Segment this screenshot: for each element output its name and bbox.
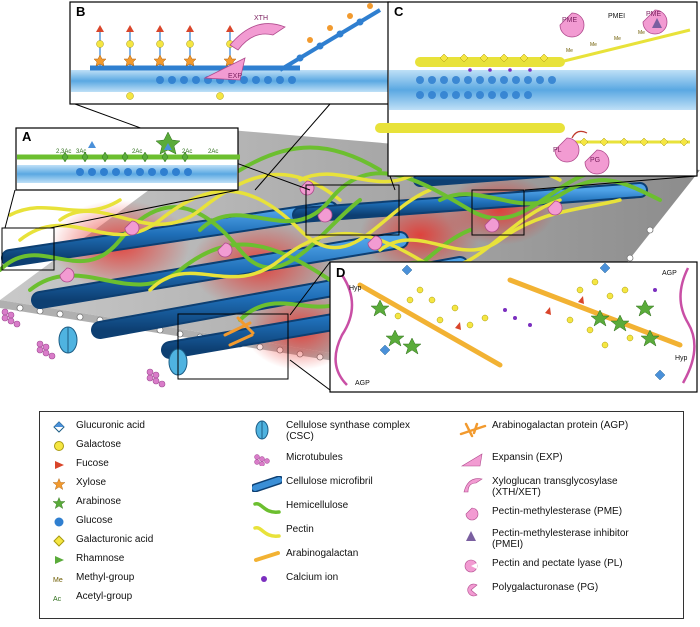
expansin-icon: [460, 453, 483, 467]
pl-label: PL: [553, 147, 562, 154]
exp-label: EXP: [228, 73, 242, 80]
annotation-a-1: 3Ac: [76, 149, 86, 155]
hyp-right-label: Hyp: [675, 355, 688, 362]
pme-label: PME: [562, 17, 578, 24]
zoom-region-c: [471, 189, 525, 236]
pg-enzyme-icon: [584, 149, 610, 175]
zoom-region-a: [1, 227, 55, 271]
xth-icon: [463, 478, 483, 493]
xylose-icon: [52, 477, 66, 490]
pme-enzyme-icon: [559, 12, 585, 38]
zoom-region-b: [305, 184, 400, 236]
hemicellulose-icon: [253, 502, 281, 514]
annotation-a-4: 2Ac: [208, 149, 218, 155]
me-label-1: Me: [566, 48, 573, 54]
expansin-icon: [203, 57, 246, 81]
annotation-a-3: 2Ac: [182, 149, 192, 155]
svg-text:Ac: Ac: [53, 596, 62, 603]
pg-icon: [467, 583, 478, 597]
pmei-label: PMEI: [608, 13, 625, 20]
zoom-region-d: [177, 313, 289, 380]
panel-a: A 2,3Ac 3Ac 2Ac 2Ac 2Ac: [15, 127, 240, 191]
pmei-icon: [466, 531, 476, 541]
galacturonic-acid-icon: [53, 535, 65, 547]
arabinose-icon: [52, 496, 66, 509]
me-label-4: Me: [638, 30, 645, 36]
csc-icon: [255, 420, 269, 440]
pg-label: PG: [590, 157, 600, 164]
microtubules-icon: [254, 454, 270, 466]
main-cell-wall-scene: [0, 103, 700, 392]
agp-left-label: AGP: [355, 380, 370, 387]
legend: Glucuronic acid Galactose Fucose Xylose …: [39, 411, 684, 619]
panel-d: D Hyp Hyp AGP AGP: [329, 261, 698, 393]
methyl-group-icon: Me: [53, 577, 63, 584]
panel-a-letter: A: [22, 129, 32, 144]
microtubules: [1, 308, 166, 388]
annotation-a-0: 2,3Ac: [56, 149, 71, 155]
agp-right-label: AGP: [662, 270, 677, 277]
pme-bound-label: PME: [646, 11, 662, 18]
acetyl-group-icon: Ac: [53, 596, 62, 603]
me-label-2: Me: [590, 42, 597, 48]
xth-label: XTH: [254, 15, 268, 22]
panel-d-letter: D: [336, 265, 345, 280]
enzymes-main: [59, 180, 563, 283]
pectin-icon: [253, 526, 281, 538]
annotation-a-2: 2Ac: [132, 149, 142, 155]
glucose-icon: [54, 517, 64, 527]
svg-text:Me: Me: [53, 577, 63, 584]
galactose-icon: [54, 441, 64, 451]
glucuronic-acid-icon: [53, 421, 65, 433]
pl-icon: [464, 559, 478, 573]
pmei-icon: [652, 18, 662, 28]
xth-enzyme-icon: [229, 23, 286, 51]
cell-wall-diagram: A 2,3Ac 3Ac 2Ac 2Ac 2Ac: [0, 1, 700, 393]
panel-c: C PME PMEI PME PL PG Me Me Me Me: [375, 1, 698, 177]
me-label-3: Me: [614, 36, 621, 42]
panel-b-letter: B: [76, 4, 85, 19]
agp-icon: [459, 422, 487, 438]
pl-enzyme-icon: [554, 137, 580, 163]
panel-c-letter: C: [394, 4, 404, 19]
pme-icon: [465, 507, 479, 521]
panel-b: B XTH EXP: [69, 1, 391, 105]
rhamnose-icon: [55, 556, 64, 564]
arabinogalactan-icon: [254, 551, 280, 562]
hyp-left-label: Hyp: [349, 285, 362, 292]
calcium-ion-icon: [261, 576, 267, 582]
fucose-icon: [55, 461, 64, 469]
cellulose-microfibril-icon: [252, 476, 282, 492]
agp-main: [223, 316, 255, 347]
